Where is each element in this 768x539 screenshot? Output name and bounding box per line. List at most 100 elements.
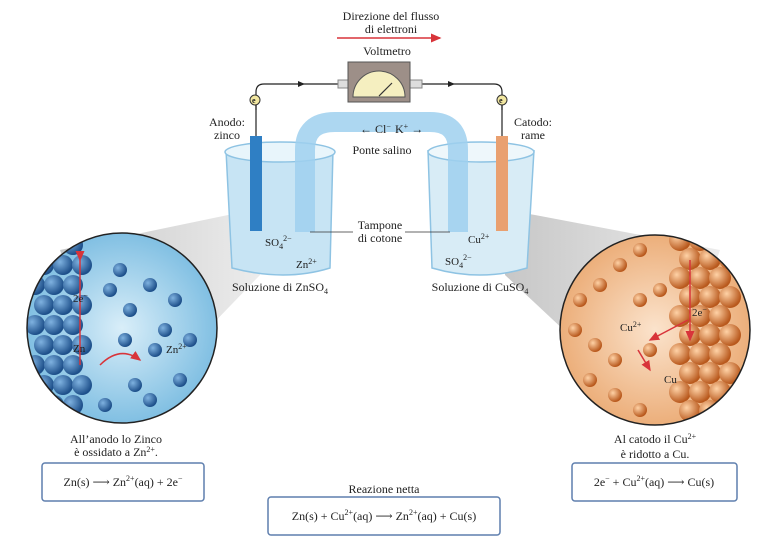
zinc-atom-sphere (27, 315, 45, 335)
copper-atom-sphere (699, 324, 721, 346)
copper-atom-sphere (719, 362, 741, 384)
svg-text:Zn(s) ⟶ Zn2+(aq) + 2e−: Zn(s) ⟶ Zn2+(aq) + 2e− (64, 474, 183, 489)
svg-text:e: e (252, 96, 256, 105)
zinc-atom-sphere (63, 275, 83, 295)
salt-bridge-anion: ← Cl− (360, 122, 391, 136)
zinc-ion-sphere (148, 343, 162, 357)
zinc-atom-sphere (63, 355, 83, 375)
copper-ion-sphere (608, 353, 622, 367)
zinc-atom-sphere (44, 275, 64, 295)
copper-atom-sphere (699, 362, 721, 384)
copper-ion-sphere (643, 343, 657, 357)
copper-atom-sphere (689, 267, 711, 289)
zinc-atom-sphere (44, 315, 64, 335)
right-copper-ion: Cu2+ (468, 232, 490, 246)
copper-ion-sphere (593, 278, 607, 292)
zinc-atom-sphere (53, 295, 73, 315)
copper-atom-sphere (669, 235, 691, 251)
zinc-atom-sphere (27, 235, 45, 255)
anode-caption-line2: è ossidato a Zn2+. (74, 445, 158, 459)
left-solution-label: Soluzione di ZnSO4 (232, 280, 328, 296)
wire-right (420, 83, 503, 110)
voltmeter-label: Voltmetro (363, 44, 411, 58)
cathode-label-line1: Catodo: (514, 115, 552, 129)
copper-atom-sphere (709, 267, 731, 289)
copper-atom-sphere (679, 248, 701, 270)
anode-caption-line1: All’anodo lo Zinco (70, 432, 162, 446)
salt-bridge-label: Ponte salino (353, 143, 412, 157)
right-zoom-copper-atom: Cu (664, 374, 677, 386)
zinc-atom-sphere (27, 395, 45, 415)
copper-atom-sphere (709, 235, 731, 251)
copper-ion-sphere (583, 373, 597, 387)
copper-atom-sphere (709, 305, 731, 327)
cathode-equation-box: 2e− + Cu2+(aq) ⟶ Cu(s) (571, 462, 738, 502)
copper-atom-sphere (689, 305, 711, 327)
zinc-ion-sphere (118, 333, 132, 347)
copper-atom-sphere (719, 286, 741, 308)
cotton-plug-label-line2: di cotone (358, 231, 402, 245)
zinc-atom-sphere (34, 335, 54, 355)
zinc-ion-sphere (173, 373, 187, 387)
zinc-atom-sphere (44, 395, 64, 415)
zinc-atom-sphere (34, 295, 54, 315)
copper-ion-sphere (633, 293, 647, 307)
beaker-right (427, 141, 535, 276)
zinc-ion-sphere (168, 293, 182, 307)
copper-ion-sphere (568, 323, 582, 337)
right-zoom-electrons: 2e− (692, 305, 707, 319)
electron-flow-title-line1: Direzione del flusso (343, 9, 440, 23)
electron-marker-right: e (496, 94, 508, 106)
cathode-caption-line2: è ridotto a Cu. (621, 447, 690, 461)
zinc-atom-sphere (72, 255, 92, 275)
beaker-left (224, 141, 336, 276)
ion-release-arrow (99, 351, 142, 366)
zinc-ion-sphere (113, 263, 127, 277)
copper-atom-sphere (669, 267, 691, 289)
zinc-ion-sphere (183, 333, 197, 347)
copper-atom-sphere (719, 324, 741, 346)
zinc-atom-sphere (53, 335, 73, 355)
cathode-caption-line1: Al catodo il Cu2+ (614, 432, 697, 446)
wire-left (255, 83, 345, 110)
copper-atom-sphere (699, 400, 721, 422)
right-sulfate-ion: SO42− (445, 253, 472, 270)
copper-ion-sphere (573, 293, 587, 307)
right-solution-label: Soluzione di CuSO4 (432, 280, 529, 296)
zinc-ion-sphere (143, 393, 157, 407)
zinc-atom-sphere (72, 295, 92, 315)
zinc-ion-sphere (98, 398, 112, 412)
zinc-electrode (250, 136, 262, 231)
voltmeter-icon (337, 61, 423, 103)
zinc-ion-sphere (103, 283, 117, 297)
anode-label-line2: zinco (214, 128, 240, 142)
left-zoom-zinc-atom: Zn (73, 343, 86, 355)
electron-marker-left: e (249, 94, 261, 106)
svg-text:2e− + Cu2+(aq) ⟶ Cu(s): 2e− + Cu2+(aq) ⟶ Cu(s) (594, 474, 714, 489)
zinc-ion-sphere (143, 278, 157, 292)
copper-atom-sphere (719, 248, 741, 270)
electron-flow-title-line2: di elettroni (365, 22, 418, 36)
salt-bridge-cation: K+ → (395, 122, 423, 136)
copper-atom-sphere (719, 400, 741, 422)
cotton-plug-label-line1: Tampone (358, 218, 402, 232)
zinc-ion-sphere (123, 303, 137, 317)
copper-ion-sphere (608, 388, 622, 402)
svg-text:e: e (499, 96, 503, 105)
left-sulfate-ion: SO42− (265, 234, 292, 251)
right-zoom-copper-ion: Cu2+ (620, 320, 642, 334)
zinc-atom-sphere (53, 255, 73, 275)
cathode-label-line2: rame (521, 128, 545, 142)
zinc-atom-sphere (63, 315, 83, 335)
copper-ion-sphere (613, 258, 627, 272)
zinc-ion-sphere (158, 323, 172, 337)
anode-zoom-view: 2e− Zn Zn2+ (26, 232, 218, 424)
left-zinc-ion: Zn2+ (296, 257, 317, 271)
copper-ion-sphere (633, 243, 647, 257)
anode-equation-box: Zn(s) ⟶ Zn2+(aq) + 2e− (41, 462, 205, 502)
copper-ion-sphere (633, 403, 647, 417)
svg-text:Zn(s) + Cu2+(aq) ⟶ Zn2+(aq) +: Zn(s) + Cu2+(aq) ⟶ Zn2+(aq) + Cu(s) (292, 508, 476, 523)
deposition-arrow (637, 349, 651, 372)
copper-atom-sphere (699, 286, 721, 308)
